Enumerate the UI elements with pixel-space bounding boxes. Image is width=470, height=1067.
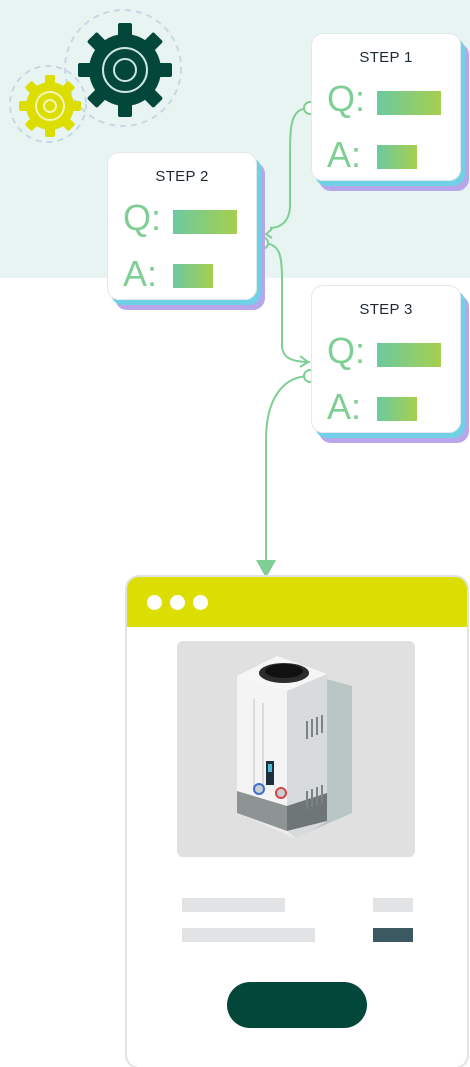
window-dot-icon xyxy=(170,595,185,610)
add-to-cart-button[interactable] xyxy=(227,982,367,1028)
answer-label: A: xyxy=(123,253,158,294)
browser-title-bar xyxy=(127,577,467,627)
step-title: STEP 3 xyxy=(359,301,413,318)
price-value-block xyxy=(373,928,413,942)
connector-arrowhead xyxy=(256,560,276,578)
window-dot-icon xyxy=(193,595,208,610)
question-label: Q: xyxy=(123,197,162,238)
price-label-line xyxy=(373,898,413,912)
connector-step1-to-step2 xyxy=(269,107,311,229)
step-card-2: STEP 2 Q: A: xyxy=(107,152,265,310)
connector-arrowhead xyxy=(264,228,273,239)
water-heater-icon xyxy=(237,656,352,839)
step-card-1: STEP 1 Q: A: xyxy=(311,33,469,191)
browser-window xyxy=(127,577,467,1067)
gears-illustration xyxy=(9,9,182,143)
step-card-3: STEP 3 Q: A: xyxy=(311,285,469,443)
dark-gear-icon xyxy=(78,23,172,117)
step-title: STEP 2 xyxy=(155,168,209,185)
answer-placeholder-bar xyxy=(377,145,417,169)
product-description-line xyxy=(182,928,315,942)
answer-placeholder-bar xyxy=(173,264,213,288)
connector-arrowhead xyxy=(299,355,310,368)
yellow-gear-icon xyxy=(19,75,81,137)
window-dot-icon xyxy=(147,595,162,610)
question-placeholder-bar xyxy=(377,343,441,367)
answer-label: A: xyxy=(327,386,362,427)
question-placeholder-bar xyxy=(377,91,441,115)
answer-label: A: xyxy=(327,134,362,175)
connector-step3-to-browser xyxy=(265,375,311,565)
product-image xyxy=(177,641,415,857)
step-title: STEP 1 xyxy=(359,49,413,66)
answer-placeholder-bar xyxy=(377,397,417,421)
question-label: Q: xyxy=(327,78,366,119)
connector-step2-to-step3 xyxy=(261,242,311,363)
product-name-line xyxy=(182,898,285,912)
question-label: Q: xyxy=(327,330,366,371)
question-placeholder-bar xyxy=(173,210,237,234)
